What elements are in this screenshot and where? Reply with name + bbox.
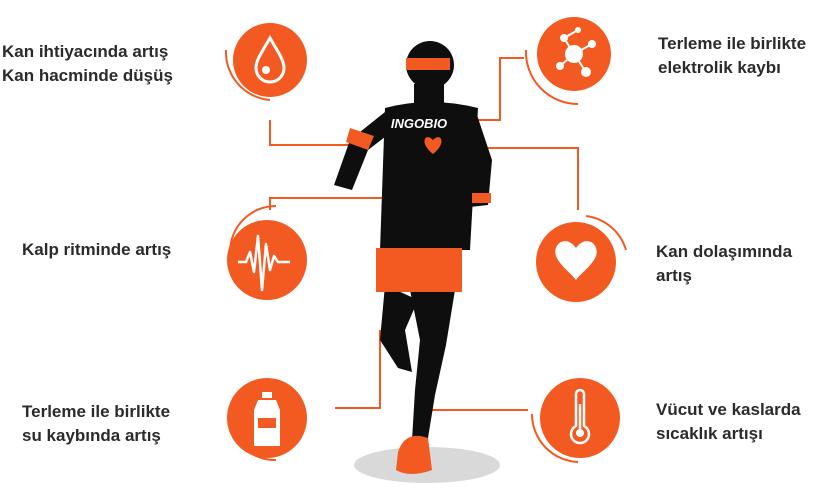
water-bottle-icon: [254, 392, 280, 446]
label-blood: Kan ihtiyacında artış Kan hacminde düşüş: [2, 40, 173, 88]
electrolyte-badge: [524, 17, 611, 105]
connector-temperature: [417, 409, 528, 430]
label-circulation-line-2: artış: [656, 266, 692, 285]
blood-badge: [224, 23, 307, 101]
label-water-loss: Terleme ile birlikte su kaybında artış: [22, 400, 170, 448]
brand-logo: INGOBIO: [391, 116, 447, 131]
label-electrolyte-line-1: Terleme ile birlikte: [658, 34, 807, 53]
runner-silhouette: [334, 41, 492, 474]
heartbeat-icon: [238, 234, 290, 292]
label-temperature-line-1: Vücut ve kaslarda: [656, 400, 801, 419]
connector-water-loss: [335, 330, 381, 409]
label-electrolyte: Terleme ile birlikte elektrolik kaybı: [658, 32, 806, 80]
water-loss-badge: [227, 378, 307, 462]
label-electrolyte-line-2: elektrolik kaybı: [658, 58, 781, 77]
label-heart-rate: Kalp ritminde artış: [22, 238, 171, 262]
heart-rate-badge: [227, 205, 307, 300]
label-circulation: Kan dolaşımında artış: [656, 240, 792, 288]
connector-electrolyte: [470, 57, 524, 121]
label-blood-line-1: Kan ihtiyacında artış: [2, 42, 169, 61]
label-circulation-line-1: Kan dolaşımında: [656, 242, 793, 261]
molecule-icon: [556, 27, 596, 77]
label-heart-rate-line-1: Kalp ritminde artış: [22, 240, 172, 259]
connector-circulation: [445, 147, 579, 210]
label-water-loss-line-2: su kaybında artış: [22, 426, 161, 445]
heart-icon: [555, 241, 597, 280]
blood-drop-icon: [254, 34, 286, 84]
circulation-badge: [536, 215, 627, 302]
temperature-badge: [530, 378, 620, 463]
label-temperature: Vücut ve kaslarda sıcaklık artışı: [656, 398, 801, 446]
label-water-loss-line-1: Terleme ile birlikte: [22, 402, 171, 421]
label-temperature-line-2: sıcaklık artışı: [656, 424, 763, 443]
label-blood-line-2: Kan hacminde düşüş: [2, 66, 173, 85]
thermometer-icon: [569, 388, 591, 445]
